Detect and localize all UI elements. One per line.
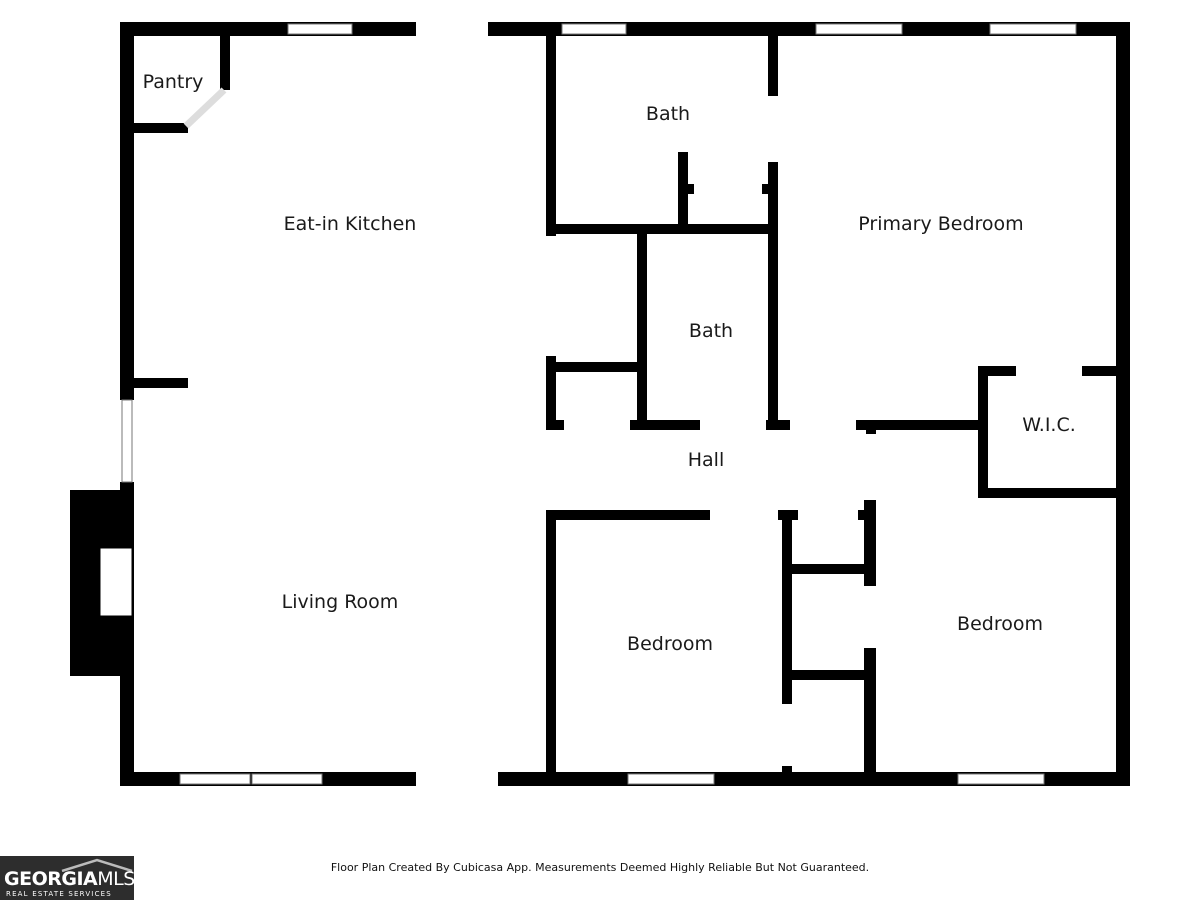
logo-wordmark: GEORGIAMLS	[4, 868, 135, 890]
room-label-living-room: Living Room	[282, 591, 399, 613]
room-label-eat-in-kitchen: Eat-in Kitchen	[284, 213, 417, 235]
logo-tagline: REAL ESTATE SERVICES	[6, 890, 112, 898]
interior-walls	[134, 36, 1116, 774]
room-label-bedroom-center: Bedroom	[627, 633, 713, 655]
room-label-bedroom-right: Bedroom	[957, 613, 1043, 635]
room-label-bath-upper: Bath	[646, 103, 690, 125]
disclaimer-note: Floor Plan Created By Cubicasa App. Meas…	[330, 861, 870, 874]
pantry-door	[183, 87, 227, 129]
room-label-pantry: Pantry	[143, 71, 204, 93]
windows	[121, 23, 1077, 785]
room-label-primary-bedroom: Primary Bedroom	[858, 213, 1023, 235]
georgia-mls-logo: GEORGIAMLS REAL ESTATE SERVICES	[0, 856, 135, 900]
room-labels: Pantry Eat-in Kitchen Bath Bath Primary …	[143, 71, 1076, 655]
room-label-bath-middle: Bath	[689, 320, 733, 342]
logo-roof-icon	[61, 858, 133, 872]
room-label-hall: Hall	[688, 449, 725, 471]
room-label-wic: W.I.C.	[1022, 414, 1076, 436]
fireplace	[70, 490, 134, 676]
